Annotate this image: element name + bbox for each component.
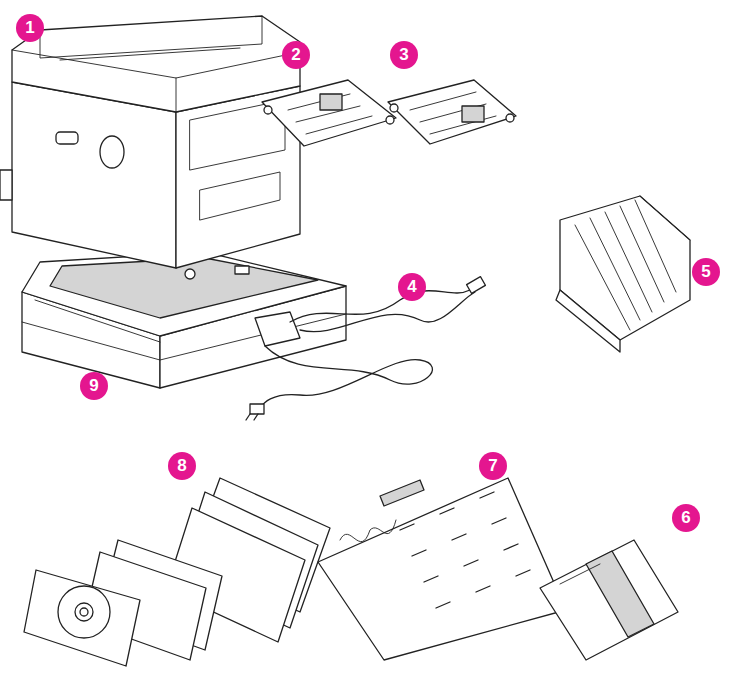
callout-number: 6	[672, 504, 700, 532]
setup-poster	[318, 478, 566, 660]
tray-insert	[262, 80, 396, 146]
callout-number: 8	[168, 452, 196, 480]
power-adapter	[246, 277, 485, 420]
printer	[0, 16, 300, 268]
callout-number: 3	[390, 41, 418, 69]
callout-number: 4	[398, 273, 426, 301]
documents	[24, 478, 330, 666]
tray-insert	[388, 80, 516, 144]
base-tray	[22, 252, 346, 388]
callout-number: 9	[80, 372, 108, 400]
manual-booklet	[540, 540, 678, 660]
callout-number: 1	[16, 14, 44, 42]
callout-number: 5	[692, 258, 720, 286]
callout-number: 7	[479, 452, 507, 480]
callout-number: 2	[282, 41, 310, 69]
output-bin	[556, 196, 690, 352]
